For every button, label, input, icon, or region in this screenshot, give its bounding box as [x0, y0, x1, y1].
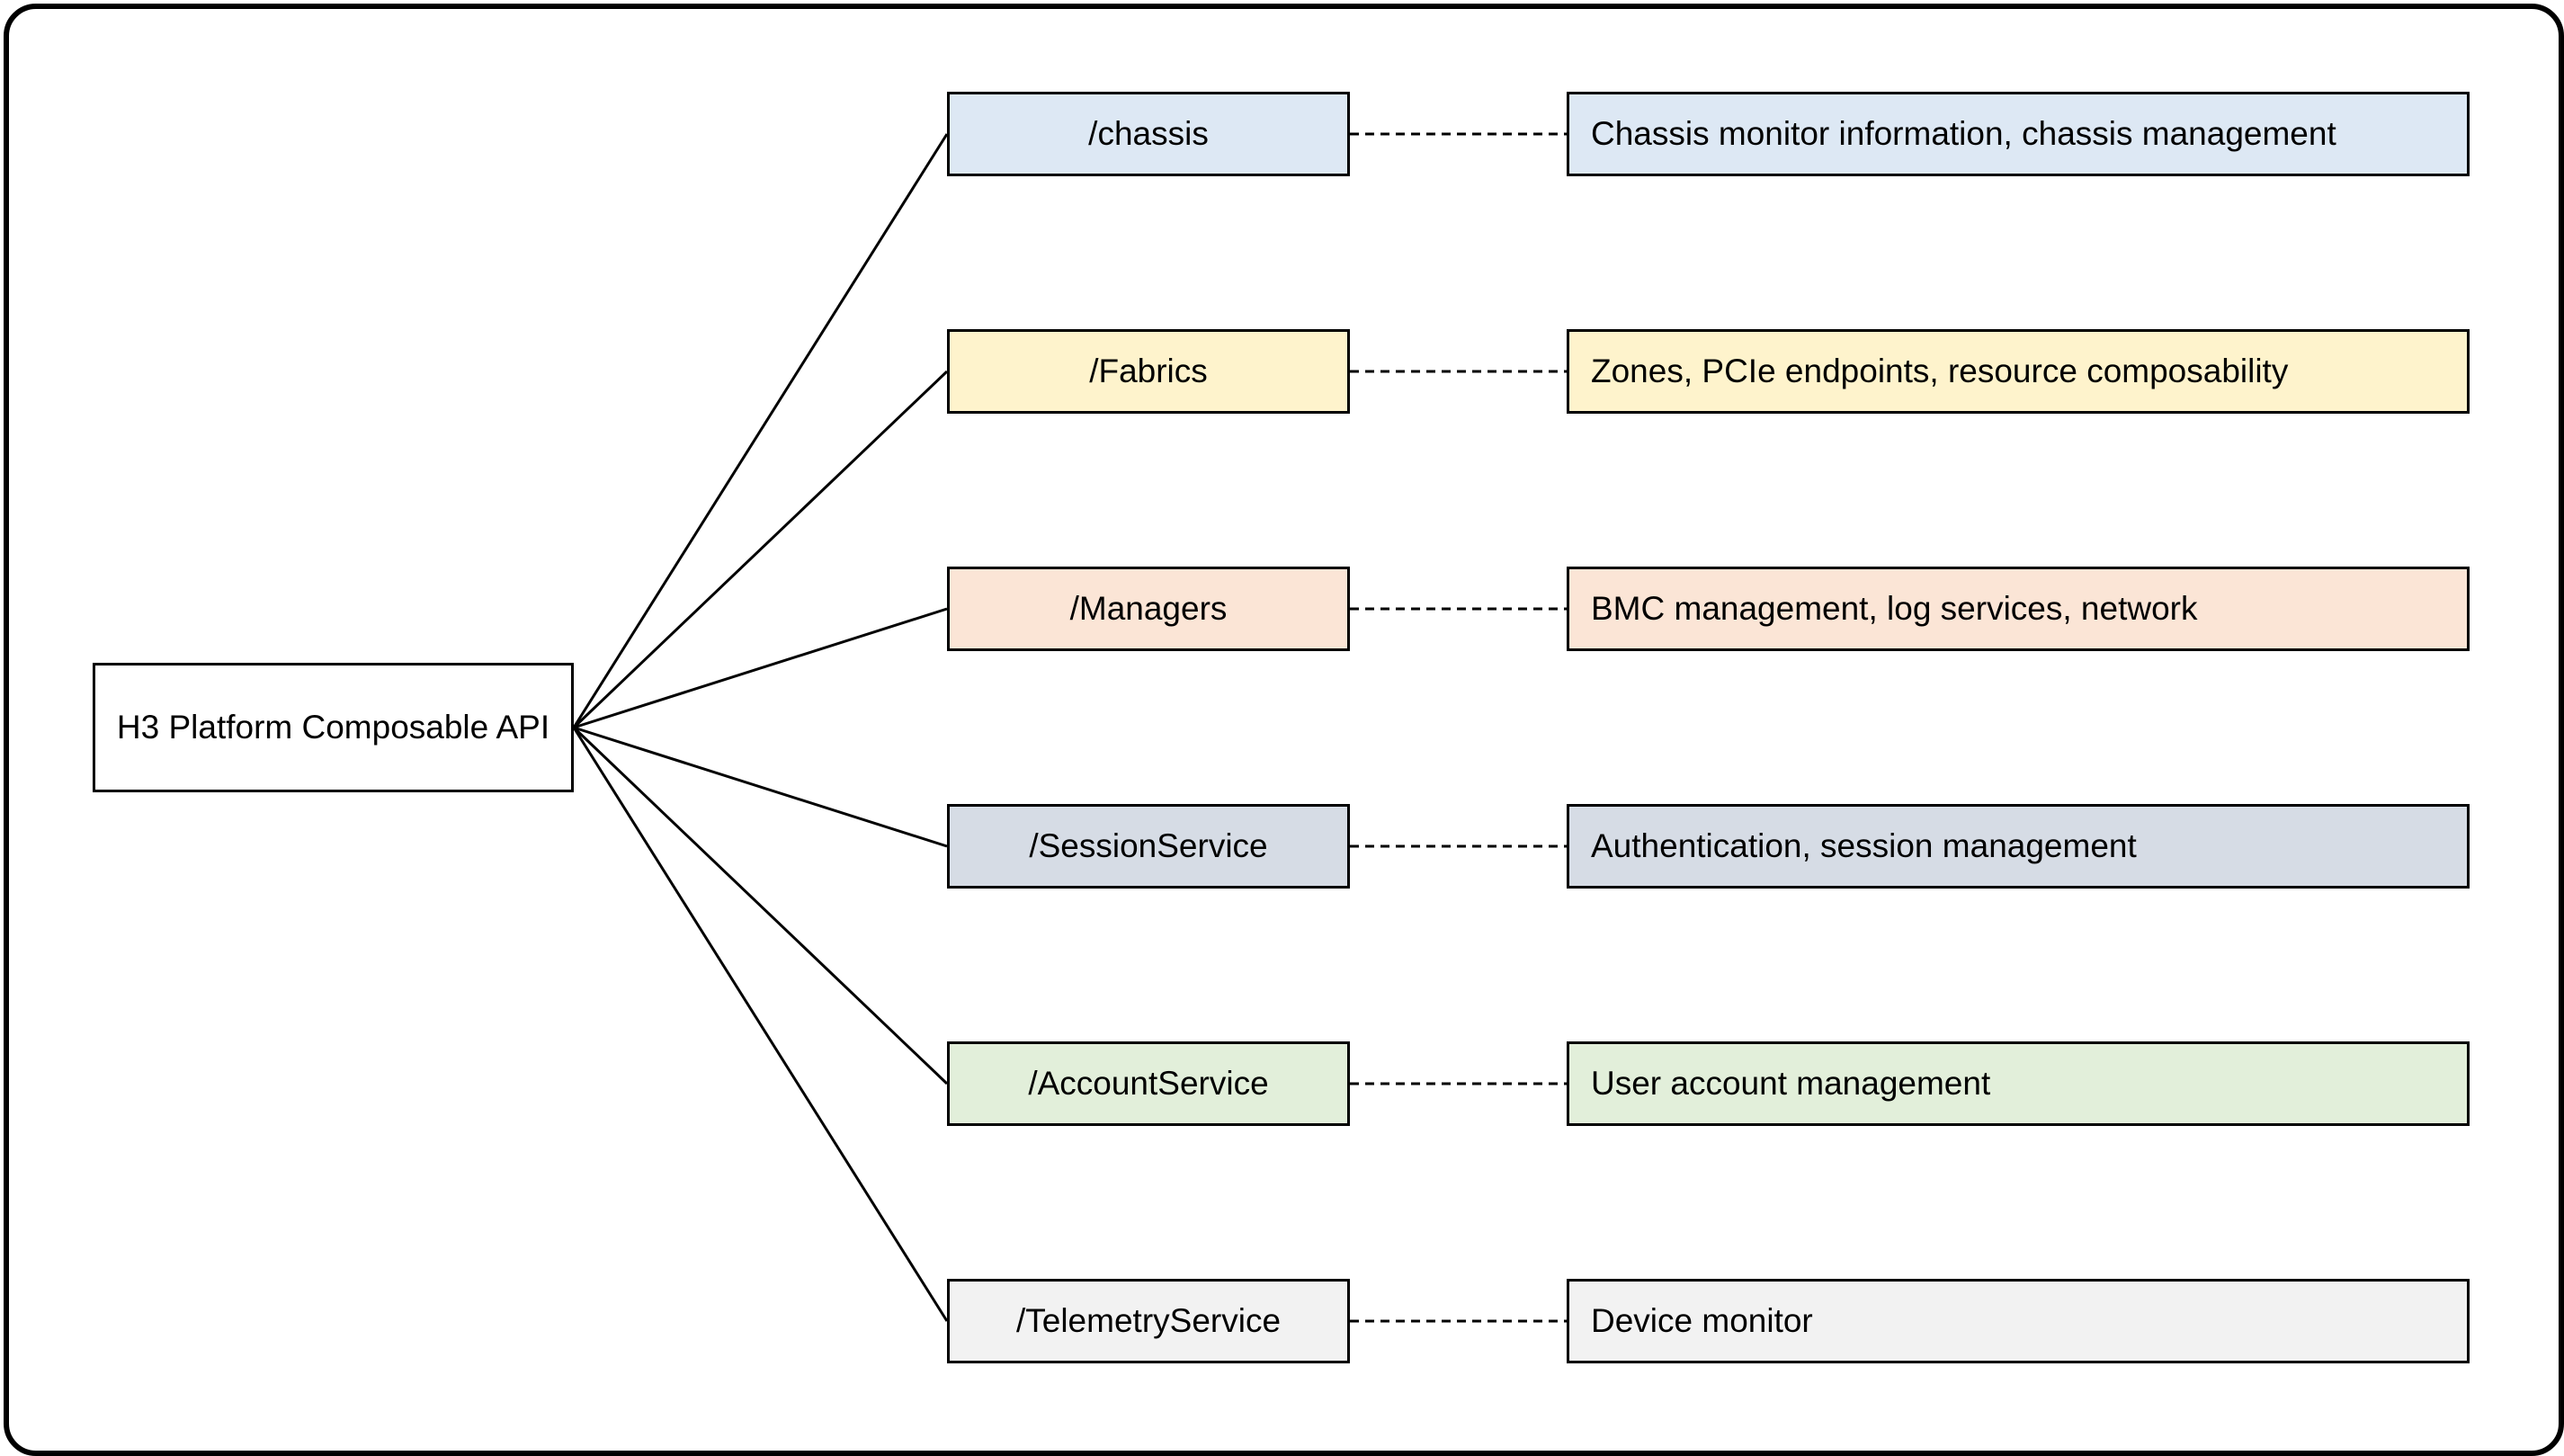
description-node-managers: BMC management, log services, network: [1567, 567, 2470, 651]
endpoint-label: /Managers: [1069, 590, 1228, 627]
endpoint-label: /AccountService: [1028, 1065, 1269, 1102]
endpoint-node-sessionservice: /SessionService: [947, 804, 1350, 889]
connector-line-fabrics: [572, 370, 949, 729]
endpoint-node-managers: /Managers: [947, 567, 1350, 651]
description-node-telemetryservice: Device monitor: [1567, 1279, 2470, 1363]
connector-line-chassis: [572, 133, 949, 728]
description-node-sessionservice: Authentication, session management: [1567, 804, 2470, 889]
description-label: Chassis monitor information, chassis man…: [1591, 115, 2336, 152]
description-label: Device monitor: [1591, 1302, 1813, 1339]
root-node: H3 Platform Composable API: [93, 663, 574, 792]
endpoint-label: /SessionService: [1029, 827, 1268, 864]
connector-line-managers: [573, 607, 948, 729]
endpoint-label: /chassis: [1088, 115, 1209, 152]
description-label: Zones, PCIe endpoints, resource composab…: [1591, 353, 2289, 389]
connector-line-accountservice: [572, 726, 949, 1085]
endpoint-node-chassis: /chassis: [947, 92, 1350, 176]
description-node-chassis: Chassis monitor information, chassis man…: [1567, 92, 2470, 176]
description-label: User account management: [1591, 1065, 1991, 1102]
endpoint-node-telemetryservice: /TelemetryService: [947, 1279, 1350, 1363]
connector-line-sessionservice: [573, 726, 948, 848]
description-node-fabrics: Zones, PCIe endpoints, resource composab…: [1567, 329, 2470, 414]
root-node-label: H3 Platform Composable API: [116, 709, 550, 746]
endpoint-node-fabrics: /Fabrics: [947, 329, 1350, 414]
endpoint-node-accountservice: /AccountService: [947, 1041, 1350, 1126]
description-label: BMC management, log services, network: [1591, 590, 2198, 627]
description-label: Authentication, session management: [1591, 827, 2137, 864]
endpoint-label: /Fabrics: [1089, 353, 1208, 389]
description-node-accountservice: User account management: [1567, 1041, 2470, 1126]
connector-line-telemetryservice: [572, 727, 949, 1322]
endpoint-label: /TelemetryService: [1015, 1302, 1282, 1339]
